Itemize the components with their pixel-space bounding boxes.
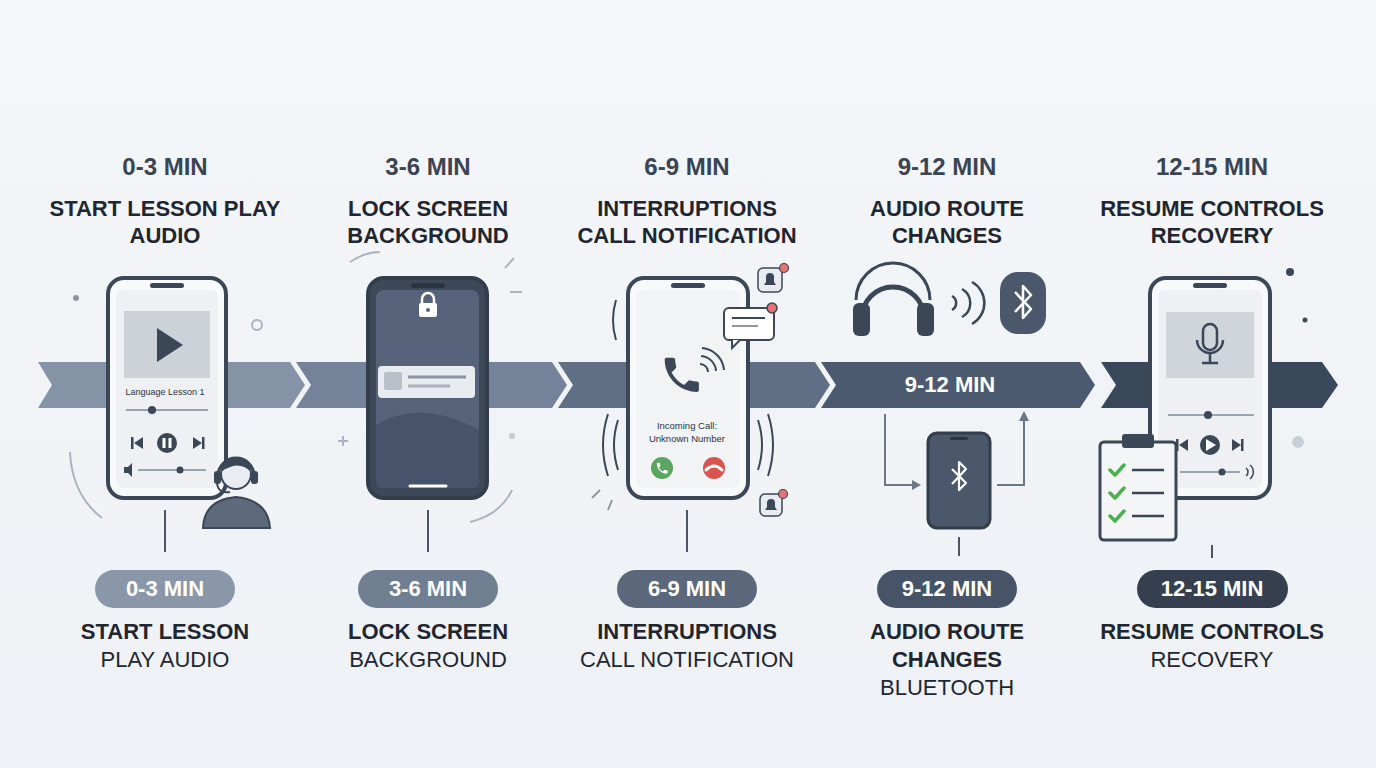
stage-label: 9-12 MIN bbox=[831, 152, 1063, 182]
stage-label: LOCK SCREEN bbox=[312, 618, 544, 646]
time-pill: 6-9 MIN bbox=[617, 570, 757, 608]
decor-dot bbox=[252, 320, 262, 330]
stage-label: RESUME CONTROLS bbox=[1096, 618, 1328, 646]
time-pill: 9-12 MIN bbox=[877, 570, 1017, 608]
stage-label: AUDIO ROUTE CHANGES bbox=[831, 195, 1063, 249]
stage-label: 3-6 MIN bbox=[312, 152, 544, 182]
bluetooth-phone bbox=[928, 433, 990, 528]
pill-label: 6-9 MIN bbox=[648, 570, 726, 608]
stage-label: START LESSON PLAY AUDIO bbox=[49, 195, 281, 249]
screen-text: Language Lesson 1 bbox=[125, 386, 204, 398]
stage-label: RECOVERY bbox=[1087, 646, 1337, 674]
notification-badge bbox=[760, 490, 788, 517]
stage-label: CALL NOTIFICATION bbox=[562, 646, 812, 674]
phone-player bbox=[108, 278, 226, 498]
pill-label: 12-15 MIN bbox=[1161, 570, 1264, 608]
tick-line bbox=[427, 510, 429, 552]
stage-label: RESUME CONTROLS RECOVERY bbox=[1096, 195, 1328, 249]
decor-dot bbox=[509, 433, 515, 439]
decor-arc bbox=[350, 252, 380, 262]
arrowhead bbox=[912, 480, 921, 490]
stage-label: INTERRUPTIONS bbox=[571, 618, 803, 646]
stage-label: BLUETOOTH bbox=[822, 674, 1072, 702]
stage-label: 12-15 MIN bbox=[1096, 152, 1328, 182]
vibration-arcs bbox=[613, 300, 616, 340]
decor-sparkle bbox=[338, 436, 348, 446]
time-pill: 3-6 MIN bbox=[358, 570, 498, 608]
time-pill: 0-3 MIN bbox=[95, 570, 235, 608]
decor-dash bbox=[505, 258, 514, 268]
screen-text-box: Incoming Call: Unknown Number bbox=[637, 420, 737, 446]
headphones-icon bbox=[853, 263, 934, 336]
pill-label: 9-12 MIN bbox=[902, 570, 992, 608]
stage-label: INTERRUPTIONS CALL NOTIFICATION bbox=[571, 195, 803, 249]
signal-waves bbox=[952, 282, 984, 324]
time-pill: 12-15 MIN bbox=[1137, 570, 1288, 608]
vibration-arcs bbox=[603, 414, 618, 476]
route-arrow bbox=[885, 414, 914, 485]
decor-arc bbox=[70, 452, 102, 518]
decor-dot bbox=[1303, 318, 1308, 323]
route-arrow bbox=[997, 420, 1024, 485]
stage-label: BACKGROUND bbox=[303, 646, 553, 674]
listener-figure bbox=[203, 457, 270, 528]
pill-label: 3-6 MIN bbox=[389, 570, 467, 608]
stage-label: 0-3 MIN bbox=[49, 152, 281, 182]
pill-label: 0-3 MIN bbox=[126, 570, 204, 608]
message-bubble bbox=[724, 303, 777, 348]
decor-dot bbox=[1286, 268, 1294, 276]
phone-locked bbox=[368, 278, 487, 498]
arrowhead bbox=[1019, 411, 1029, 421]
tick-line bbox=[164, 510, 166, 552]
chevron-label: 9-12 MIN bbox=[833, 362, 1067, 408]
tick-line bbox=[686, 510, 688, 552]
stage-label: PLAY AUDIO bbox=[40, 646, 290, 674]
screen-text-box: Language Lesson 1 bbox=[125, 386, 204, 398]
vibration-arcs bbox=[758, 414, 773, 476]
stage-label: START LESSON bbox=[49, 618, 281, 646]
decor-dot bbox=[73, 295, 79, 301]
bluetooth-badge bbox=[1000, 272, 1046, 334]
tick-line bbox=[1211, 545, 1213, 558]
chevron-fill bbox=[821, 362, 1095, 408]
stage-label: LOCK SCREEN BACKGROUND bbox=[312, 195, 544, 249]
stage-label: AUDIO ROUTE CHANGES bbox=[831, 618, 1063, 674]
decor-dot bbox=[1292, 436, 1304, 448]
notification-badge bbox=[758, 264, 789, 293]
decor-dash bbox=[510, 291, 522, 293]
stage-label: 6-9 MIN bbox=[571, 152, 803, 182]
screen-text: Incoming Call: Unknown Number bbox=[637, 420, 737, 446]
timeline-chevron-box: 9-12 MIN bbox=[821, 362, 1095, 408]
tick-line bbox=[958, 537, 960, 556]
checklist-clipboard bbox=[1100, 434, 1176, 540]
decor-dash bbox=[592, 490, 612, 510]
